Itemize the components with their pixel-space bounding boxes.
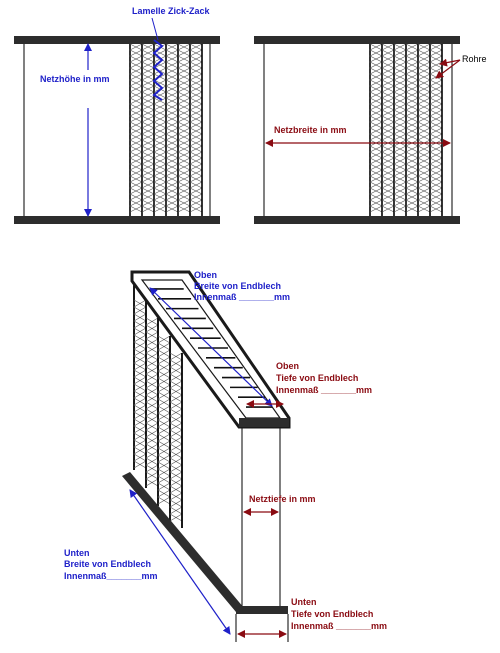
zigzag-fin xyxy=(133,299,147,469)
top-frame-bar xyxy=(254,36,460,44)
zigzag-fin xyxy=(145,317,159,487)
top-frame-bar xyxy=(14,36,220,44)
zigzag-fin xyxy=(169,352,183,522)
zigzag-fin xyxy=(165,43,179,213)
top-end-plate-front xyxy=(239,418,289,427)
fin-tube-bundle xyxy=(129,43,203,216)
zigzag-fin xyxy=(141,43,155,213)
zigzag-fin xyxy=(381,43,395,213)
bottom-width-arrow xyxy=(129,489,231,635)
zigzag-fin xyxy=(169,352,183,522)
bottom-depth-label: Unten Tiefe von Endblech Innenmaß ______… xyxy=(291,597,387,631)
bottom-frame-bar xyxy=(254,216,460,224)
svg-text:Oben: Oben xyxy=(276,361,299,371)
bottom-width-label: Unten Breite von Endblech Innenmaß______… xyxy=(64,548,158,581)
svg-text:Oben: Oben xyxy=(194,270,217,280)
svg-text:Unten: Unten xyxy=(291,597,317,607)
netzhoehe-label: Netzhöhe in mm xyxy=(40,74,110,84)
zigzag-fin xyxy=(133,299,147,469)
svg-text:Tiefe von Endblech: Tiefe von Endblech xyxy=(276,373,358,383)
zigzag-fin xyxy=(417,43,431,213)
netztiefe-label: Netztiefe in mm xyxy=(249,494,316,504)
svg-text:Breite von Endblech: Breite von Endblech xyxy=(64,559,151,569)
svg-text:Innenmaß_______mm: Innenmaß_______mm xyxy=(64,571,158,581)
svg-text:Tiefe von Endblech: Tiefe von Endblech xyxy=(291,609,373,619)
bottom-end-plate-front xyxy=(236,606,288,614)
zigzag-fin xyxy=(153,43,167,213)
fin-tube-bundle xyxy=(369,43,443,216)
zigzag-fin xyxy=(145,317,159,487)
svg-text:Unten: Unten xyxy=(64,548,90,558)
tube-pointer-arrow-2 xyxy=(435,59,461,79)
zigzag-fin xyxy=(157,335,171,505)
zigzag-lamella-highlight xyxy=(152,39,164,101)
zigzag-fin xyxy=(177,43,191,213)
top-depth-label: Oben Tiefe von Endblech Innenmaß _______… xyxy=(276,361,372,395)
svg-text:Innenmaß _______mm: Innenmaß _______mm xyxy=(194,292,290,302)
tube-pointer-arrow-1 xyxy=(439,58,461,67)
top-width-label: Oben Breite von Endblech Innenmaß ______… xyxy=(194,270,290,302)
netzbreite-label: Netzbreite in mm xyxy=(274,125,347,135)
lamella-leader-line xyxy=(151,17,159,41)
lamella-label: Lamelle Zick-Zack xyxy=(132,6,211,16)
zigzag-fin xyxy=(157,335,171,505)
zigzag-fin xyxy=(189,43,203,213)
bottom-frame-bar xyxy=(14,216,220,224)
zigzag-fin xyxy=(393,43,407,213)
isometric-view: Oben Breite von Endblech Innenmaß ______… xyxy=(64,270,387,642)
top-width-arrow xyxy=(149,287,273,407)
front-view-height: Lamelle Zick-Zack Netzhöhe in mm xyxy=(14,6,220,224)
front-view-width: Rohre Netzbreite in mm xyxy=(254,36,487,224)
zigzag-fin xyxy=(129,43,143,213)
svg-text:Innenmaß _______mm: Innenmaß _______mm xyxy=(291,621,387,631)
svg-text:Breite von Endblech: Breite von Endblech xyxy=(194,281,281,291)
zigzag-fin xyxy=(369,43,383,213)
rohre-label: Rohre xyxy=(462,54,487,64)
bottom-end-plate-rail xyxy=(122,472,244,612)
zigzag-fin xyxy=(405,43,419,213)
svg-text:Innenmaß _______mm: Innenmaß _______mm xyxy=(276,385,372,395)
